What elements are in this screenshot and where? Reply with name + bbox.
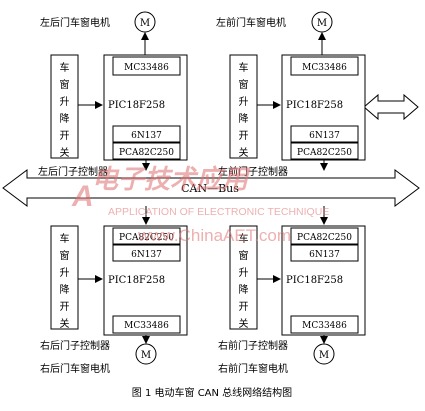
svg-text:关: 关	[239, 317, 249, 330]
pic-rear-left: PIC18F258	[108, 100, 165, 111]
svg-text:车: 车	[239, 232, 249, 245]
svg-text:6N137: 6N137	[309, 131, 340, 141]
svg-text:窗: 窗	[60, 78, 70, 91]
svg-text:PCA82C250: PCA82C250	[297, 148, 352, 158]
svg-text:关: 关	[60, 146, 70, 159]
watermark-line1: APPLICATION OF ELECTRONIC TECHNIQUE	[108, 206, 329, 218]
window-switch-rear-left	[50, 54, 79, 159]
window-switch-front-left	[229, 54, 258, 159]
mc33486-front-left	[290, 56, 359, 76]
motor-label-front-right: 右前门车窗电机	[218, 362, 288, 375]
can-bus-label: CAN—Bus	[181, 182, 239, 195]
6n137-front-left	[290, 125, 359, 143]
switch-chars-rear-right: 车 窗 升 降 开 关	[60, 232, 70, 330]
svg-text:MC33486: MC33486	[124, 321, 169, 331]
svg-text:降: 降	[239, 112, 249, 125]
switch-chars-front-right: 车 窗 升 降 开 关	[239, 232, 249, 330]
6n137-rear-right	[112, 244, 181, 262]
svg-text:MC33486: MC33486	[302, 63, 347, 73]
svg-text:PCA82C250: PCA82C250	[119, 148, 174, 158]
window-switch-front-right	[229, 225, 258, 330]
watermark-logo: 电子技术应用	[92, 164, 251, 194]
switch-chars-front-left: 车 窗 升 降 开 关	[239, 61, 249, 159]
svg-text:开: 开	[239, 302, 249, 313]
pca82c250-rear-right	[112, 227, 181, 245]
6n137-rear-left	[112, 125, 181, 143]
svg-text:车: 车	[239, 61, 249, 74]
node-rear-right: PCA82C250 6N137 PIC18F258 MC33486 车 窗 升 …	[40, 206, 188, 375]
svg-text:6N137: 6N137	[131, 250, 162, 260]
motor-label-rear-right: 右后门车窗电机	[40, 362, 110, 375]
right-double-arrow	[363, 93, 419, 121]
motor-symbol: M	[140, 18, 150, 29]
controller-label-rear-left: 左后门子控制器	[38, 165, 108, 178]
svg-text:车: 车	[60, 61, 70, 74]
svg-text:升: 升	[239, 267, 249, 279]
svg-text:M: M	[319, 350, 329, 361]
node-front-right: PCA82C250 6N137 PIC18F258 MC33486 车 窗 升 …	[218, 206, 366, 375]
window-switch-rear-right	[50, 225, 79, 330]
svg-text:M: M	[141, 350, 151, 361]
controller-label-rear-right: 右后门子控制器	[40, 339, 110, 352]
controller-label-front-left: 左前门子控制器	[218, 165, 288, 178]
can-bus-arrow	[2, 169, 420, 207]
svg-text:关: 关	[60, 317, 70, 330]
svg-text:MC33486: MC33486	[302, 321, 347, 331]
svg-text:开: 开	[239, 131, 249, 142]
node-front-left: M 左前门车窗电机 车 窗 升 降 开 关 MC33486 PIC18F258 …	[216, 11, 366, 178]
pic-rear-right: PIC18F258	[108, 275, 165, 286]
watermark-line2: www.ChinaAET.com	[137, 226, 291, 245]
mc33486-front-right	[290, 315, 359, 334]
svg-text:关: 关	[239, 146, 249, 159]
pca82c250-front-right	[290, 227, 359, 245]
motor-label-rear-left: 左后门车窗电机	[40, 16, 110, 29]
motor-label-front-left: 左前门车窗电机	[216, 16, 286, 29]
svg-text:窗: 窗	[60, 249, 70, 262]
watermark-a-mark: A	[71, 180, 94, 213]
pca82c250-front-left	[290, 142, 359, 160]
pic-front-left: PIC18F258	[286, 100, 343, 111]
watermark: A 电子技术应用 APPLICATION OF ELECTRONIC TECHN…	[71, 164, 329, 245]
svg-text:车: 车	[60, 232, 70, 245]
mc33486-rear-left	[112, 56, 181, 76]
mc33486-rear-right	[112, 315, 181, 334]
svg-text:开: 开	[60, 302, 70, 313]
6n137-front-right	[290, 244, 359, 262]
pca82c250-rear-left	[112, 142, 181, 160]
svg-text:6N137: 6N137	[131, 131, 162, 141]
svg-text:PCA82C250: PCA82C250	[119, 233, 174, 243]
svg-text:升: 升	[60, 96, 70, 108]
svg-text:降: 降	[60, 112, 70, 125]
figure-caption: 图 1 电动车窗 CAN 总线网络结构图	[132, 386, 292, 399]
svg-text:MC33486: MC33486	[124, 63, 169, 73]
svg-text:M: M	[317, 18, 327, 29]
svg-text:开: 开	[60, 131, 70, 142]
switch-chars-rear-left: 车 窗 升 降 开 关	[60, 61, 70, 159]
svg-text:降: 降	[60, 283, 70, 296]
svg-text:窗: 窗	[239, 249, 249, 262]
svg-text:升: 升	[239, 96, 249, 108]
controller-label-front-right: 右前门子控制器	[218, 339, 288, 352]
svg-text:PCA82C250: PCA82C250	[297, 233, 352, 243]
svg-text:降: 降	[239, 283, 249, 296]
svg-text:窗: 窗	[239, 78, 249, 91]
node-rear-left: M 左后门车窗电机 车 窗 升 降 开 关 MC33486 PIC18F258 …	[38, 11, 188, 178]
svg-text:升: 升	[60, 267, 70, 279]
motor-front-right	[313, 343, 335, 365]
motor-rear-right	[135, 343, 157, 365]
pic-front-right: PIC18F258	[286, 275, 343, 286]
svg-text:6N137: 6N137	[309, 250, 340, 260]
